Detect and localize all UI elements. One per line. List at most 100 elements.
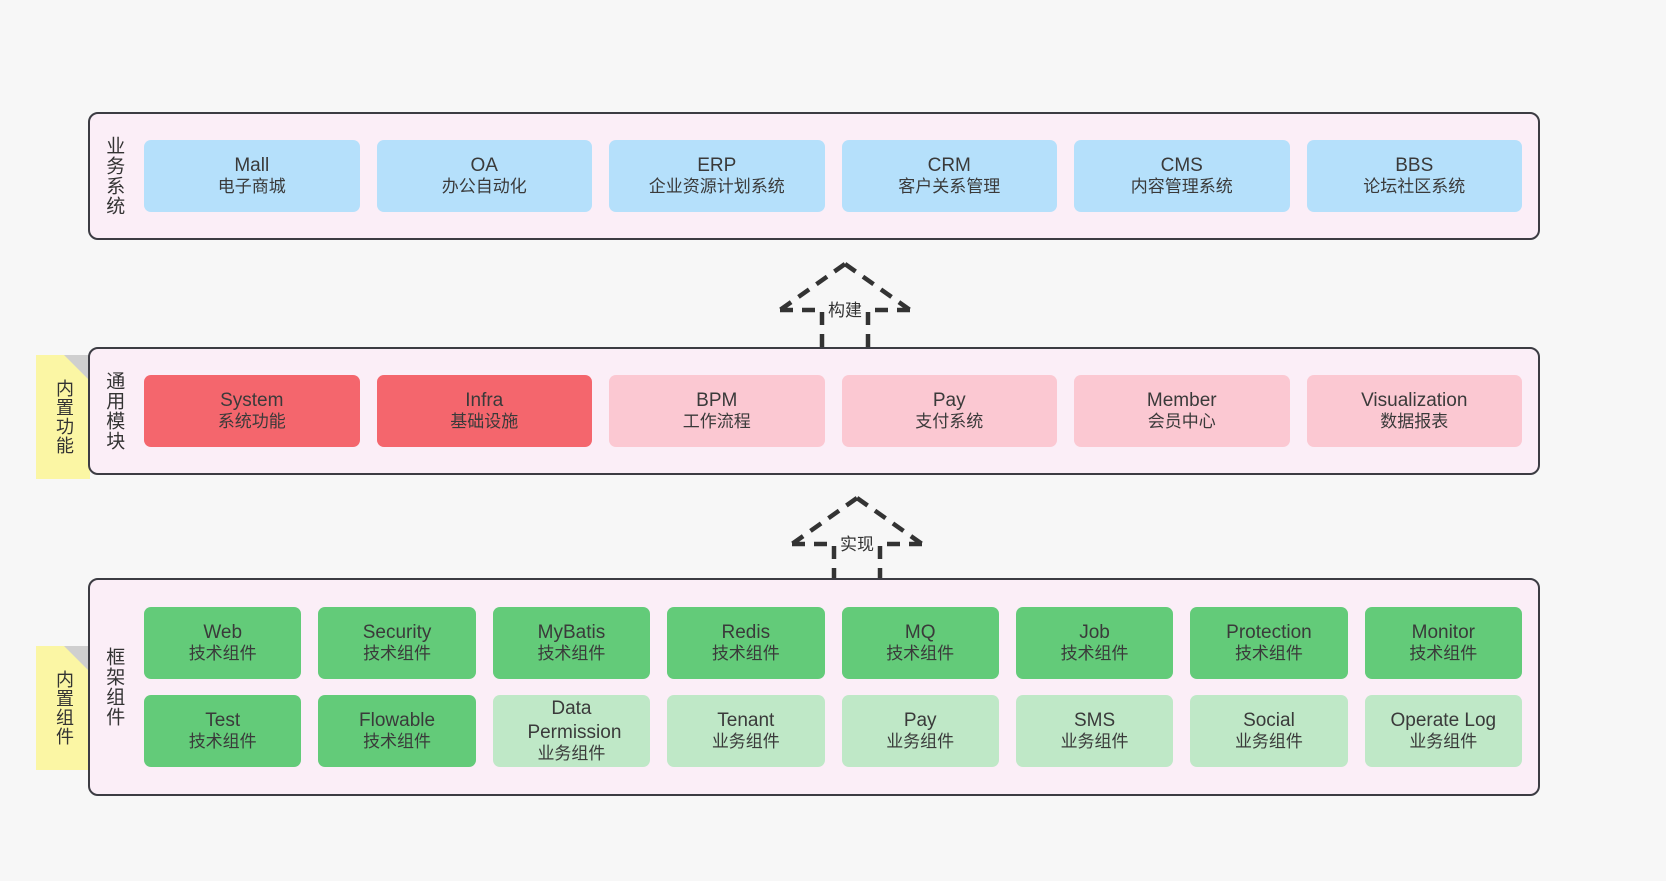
connector-build: 构建 xyxy=(760,258,930,354)
cell-title: Redis xyxy=(721,622,771,644)
cell-bbs[interactable]: BBS 论坛社区系统 xyxy=(1306,140,1522,212)
layer-business-systems: 业务系统 Mall 电子商城 OA 办公自动化 ERP 企业资源计划系统 CRM… xyxy=(88,112,1540,240)
cell-bpm[interactable]: BPM 工作流程 xyxy=(609,375,825,447)
cell-subtitle: 技术组件 xyxy=(537,644,606,664)
cell-title: Protection xyxy=(1226,622,1312,644)
cell-pay[interactable]: Pay 支付系统 xyxy=(841,375,1057,447)
row-biz-components: Test 技术组件 Flowable 技术组件 Data Permission … xyxy=(144,695,1522,767)
layer-title-common-modules: 通用模块 xyxy=(103,371,125,451)
cell-subtitle: 支付系统 xyxy=(915,412,984,432)
layer-title-business-systems: 业务系统 xyxy=(103,136,125,216)
cell-title: Security xyxy=(362,622,432,644)
cell-title: Flowable xyxy=(359,710,436,732)
cell-title: BBS xyxy=(1395,155,1434,177)
cell-subtitle: 技术组件 xyxy=(1409,644,1478,664)
cell-title: CMS xyxy=(1160,155,1203,177)
note-label: 内置功能 xyxy=(53,379,74,455)
cell-subtitle: 技术组件 xyxy=(886,644,955,664)
cell-subtitle: 技术组件 xyxy=(188,732,257,752)
cell-title: Visualization xyxy=(1361,390,1468,412)
cell-title: Infra xyxy=(465,390,504,412)
layer-framework-components: 框架组件 Web 技术组件 Security 技术组件 MyBatis 技术组件… xyxy=(88,578,1540,796)
cell-subtitle: 业务组件 xyxy=(1234,732,1303,752)
cell-mybatis[interactable]: MyBatis 技术组件 xyxy=(492,607,651,679)
row-common-modules: System 系统功能 Infra 基础设施 BPM 工作流程 Pay 支付系统… xyxy=(144,375,1522,447)
cell-subtitle: 企业资源计划系统 xyxy=(648,177,785,197)
cell-infra[interactable]: Infra 基础设施 xyxy=(376,375,592,447)
cell-subtitle: 业务组件 xyxy=(1060,732,1129,752)
connector-implement: 实现 xyxy=(772,492,942,588)
cell-subtitle: 业务组件 xyxy=(1409,732,1478,752)
cell-subtitle: 工作流程 xyxy=(682,412,751,432)
cell-subtitle: 电子商城 xyxy=(217,177,286,197)
cell-web[interactable]: Web 技术组件 xyxy=(144,607,302,679)
note-label: 内置组件 xyxy=(53,670,74,746)
cell-subtitle: 论坛社区系统 xyxy=(1363,177,1466,197)
cell-title: OA xyxy=(470,155,498,177)
cell-operate-log[interactable]: Operate Log 业务组件 xyxy=(1364,695,1522,767)
cell-subtitle: 技术组件 xyxy=(363,732,432,752)
row-business-systems: Mall 电子商城 OA 办公自动化 ERP 企业资源计划系统 CRM 客户关系… xyxy=(144,140,1522,212)
cell-title: MQ xyxy=(904,622,936,644)
cell-subtitle: 业务组件 xyxy=(537,743,606,763)
cell-subtitle: 业务组件 xyxy=(886,732,955,752)
layer-body-framework-components: Web 技术组件 Security 技术组件 MyBatis 技术组件 Redi… xyxy=(136,580,1538,794)
cell-title: Pay xyxy=(932,390,966,412)
cell-system[interactable]: System 系统功能 xyxy=(144,375,360,447)
note-builtin-components: 内置组件 xyxy=(36,646,90,770)
cell-title: Job xyxy=(1079,622,1110,644)
cell-flowable[interactable]: Flowable 技术组件 xyxy=(318,695,476,767)
connector-implement-label: 实现 xyxy=(837,530,877,555)
cell-social[interactable]: Social 业务组件 xyxy=(1190,695,1348,767)
cell-mall[interactable]: Mall 电子商城 xyxy=(144,140,360,212)
cell-subtitle: 客户关系管理 xyxy=(898,177,1001,197)
cell-subtitle: 技术组件 xyxy=(711,644,780,664)
cell-title: Web xyxy=(203,622,243,644)
cell-cms[interactable]: CMS 内容管理系统 xyxy=(1074,140,1290,212)
cell-pay-component[interactable]: Pay 业务组件 xyxy=(841,695,999,767)
cell-redis[interactable]: Redis 技术组件 xyxy=(667,607,825,679)
cell-monitor[interactable]: Monitor 技术组件 xyxy=(1364,607,1522,679)
cell-subtitle: 技术组件 xyxy=(1060,644,1129,664)
cell-subtitle: 技术组件 xyxy=(1234,644,1303,664)
cell-title: Tenant xyxy=(717,710,775,732)
cell-title: Member xyxy=(1146,390,1217,412)
cell-tenant[interactable]: Tenant 业务组件 xyxy=(667,695,825,767)
cell-subtitle: 业务组件 xyxy=(711,732,780,752)
cell-subtitle: 内容管理系统 xyxy=(1130,177,1233,197)
cell-title: Social xyxy=(1243,710,1295,732)
cell-job[interactable]: Job 技术组件 xyxy=(1015,607,1174,679)
cell-sms[interactable]: SMS 业务组件 xyxy=(1015,695,1174,767)
cell-erp[interactable]: ERP 企业资源计划系统 xyxy=(609,140,825,212)
cell-title: Mall xyxy=(234,155,270,177)
cell-data-permission[interactable]: Data Permission 业务组件 xyxy=(492,695,651,767)
layer-body-business-systems: Mall 电子商城 OA 办公自动化 ERP 企业资源计划系统 CRM 客户关系… xyxy=(136,114,1538,238)
cell-subtitle: 基础设施 xyxy=(450,412,519,432)
cell-mq[interactable]: MQ 技术组件 xyxy=(841,607,999,679)
layer-common-modules: 通用模块 System 系统功能 Infra 基础设施 BPM 工作流程 Pay… xyxy=(88,347,1540,475)
cell-title: SMS xyxy=(1073,710,1116,732)
layer-body-common-modules: System 系统功能 Infra 基础设施 BPM 工作流程 Pay 支付系统… xyxy=(136,349,1538,473)
cell-title: MyBatis xyxy=(537,622,606,644)
cell-title: CRM xyxy=(927,155,971,177)
cell-subtitle: 数据报表 xyxy=(1380,412,1449,432)
cell-title: Data Permission xyxy=(527,698,622,743)
cell-member[interactable]: Member 会员中心 xyxy=(1074,375,1290,447)
note-fold-corner-icon xyxy=(64,355,90,381)
cell-title: Monitor xyxy=(1411,622,1475,644)
connector-build-label: 构建 xyxy=(825,296,865,321)
cell-protection[interactable]: Protection 技术组件 xyxy=(1190,607,1348,679)
cell-oa[interactable]: OA 办公自动化 xyxy=(376,140,592,212)
cell-crm[interactable]: CRM 客户关系管理 xyxy=(841,140,1057,212)
cell-subtitle: 技术组件 xyxy=(188,644,257,664)
row-tech-components: Web 技术组件 Security 技术组件 MyBatis 技术组件 Redi… xyxy=(144,607,1522,679)
cell-title: ERP xyxy=(697,155,737,177)
cell-test[interactable]: Test 技术组件 xyxy=(144,695,302,767)
cell-title: Test xyxy=(205,710,241,732)
note-fold-corner-icon xyxy=(64,646,90,672)
note-builtin-features: 内置功能 xyxy=(36,355,90,479)
cell-visualization[interactable]: Visualization 数据报表 xyxy=(1306,375,1522,447)
cell-security[interactable]: Security 技术组件 xyxy=(318,607,476,679)
layer-title-framework-components: 框架组件 xyxy=(103,647,125,727)
